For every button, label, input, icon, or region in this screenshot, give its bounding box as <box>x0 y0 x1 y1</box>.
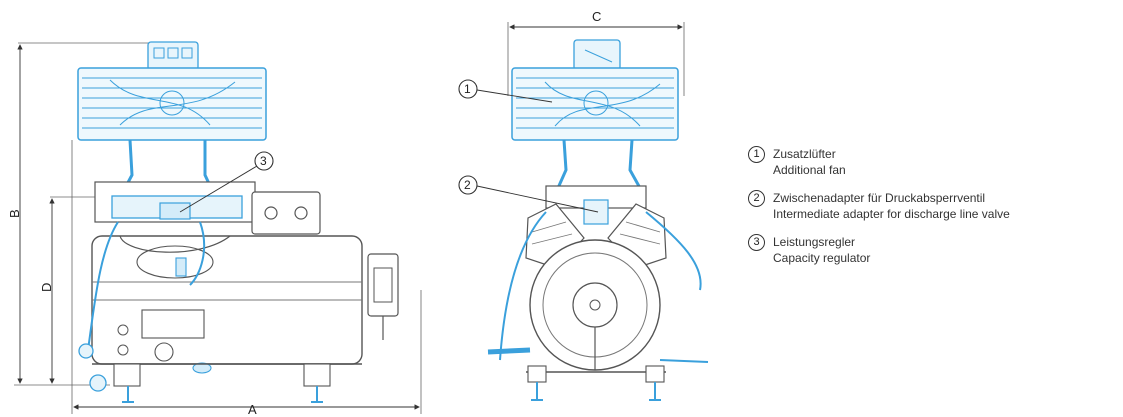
callout-2-marker <box>458 175 478 195</box>
legend-label-de-1: Zusatzlüfter <box>773 147 836 161</box>
callout-3-marker <box>254 151 274 171</box>
legend-label-en-1: Additional fan <box>773 163 846 177</box>
legend-item-3: 3 Leistungsregler Capacity regulator <box>748 234 1118 266</box>
additional-fan-front <box>511 67 679 141</box>
legend-label-de-3: Leistungsregler <box>773 235 856 249</box>
legend: 1 Zusatzlüfter Additional fan 2 Zwischen… <box>748 146 1118 278</box>
dimension-a-label: A <box>248 402 257 417</box>
legend-item-2: 2 Zwischenadapter für Druckabsperrventil… <box>748 190 1118 222</box>
side-view: B D A <box>7 41 422 417</box>
front-view: C <box>458 9 709 401</box>
legend-label-en-2: Intermediate adapter for discharge line … <box>773 207 1010 221</box>
callout-1-marker <box>458 79 478 99</box>
legend-number-1: 1 <box>748 146 765 163</box>
compressor-technical-drawing: B D A <box>7 9 709 417</box>
legend-label-en-3: Capacity regulator <box>773 251 871 265</box>
legend-item-1: 1 Zusatzlüfter Additional fan <box>748 146 1118 178</box>
dimension-b-label: B <box>7 209 22 218</box>
legend-label-de-2: Zwischenadapter für Druckabsperrventil <box>773 191 986 205</box>
callout-3-label: 3 <box>260 154 267 168</box>
legend-number-2: 2 <box>748 190 765 207</box>
dimension-c-label: C <box>592 9 601 24</box>
dimension-d-label: D <box>39 283 54 292</box>
callout-2-label: 2 <box>464 178 471 192</box>
legend-number-3: 3 <box>748 234 765 251</box>
additional-fan-side <box>77 67 267 141</box>
callout-1-label: 1 <box>464 82 471 96</box>
